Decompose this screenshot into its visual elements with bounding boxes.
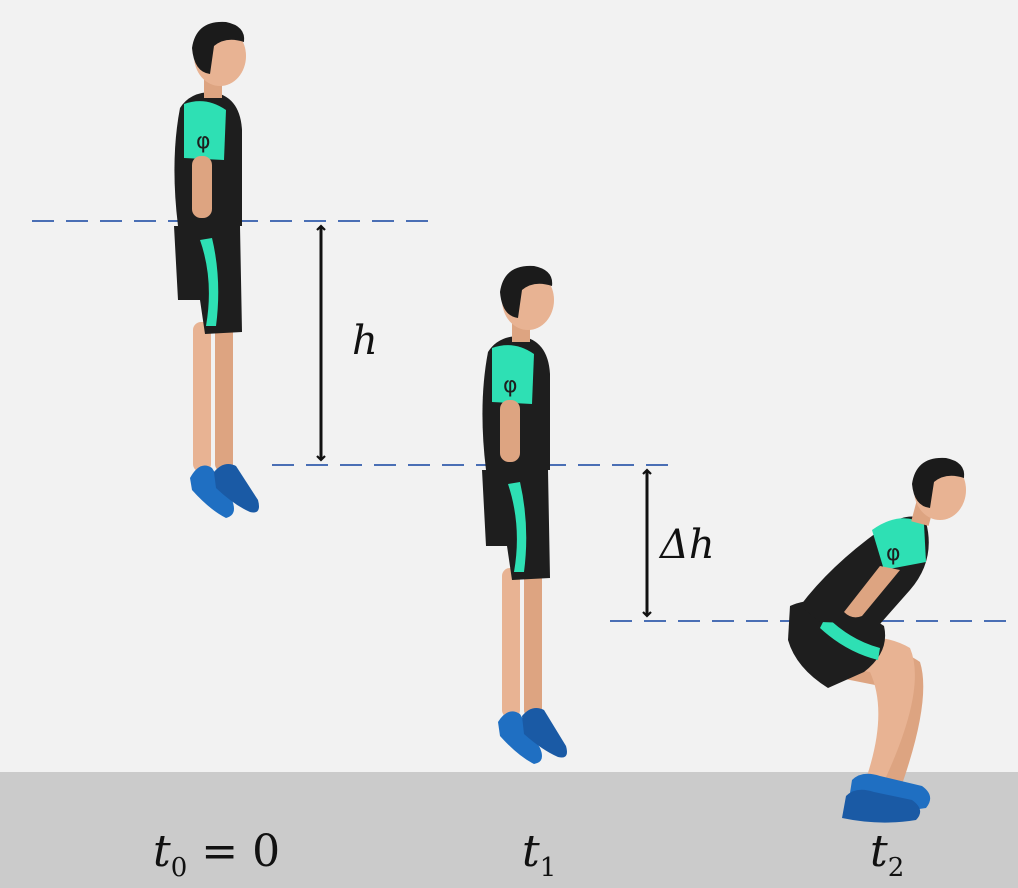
floor	[0, 772, 1018, 888]
label-t2: t2	[870, 826, 905, 883]
shirt-logo: φ	[503, 373, 518, 398]
jumper-figure-t1: φ	[482, 265, 567, 764]
label-t0: t0 = 0	[153, 826, 281, 883]
shirt-logo: φ	[886, 541, 901, 566]
label-delta-h: Δh	[660, 522, 715, 568]
shoe-icon	[190, 465, 234, 518]
label-t1: t1	[522, 826, 557, 883]
jumper-figure-t0: φ	[174, 21, 259, 518]
label-h: h	[352, 318, 378, 364]
shirt-logo: φ	[196, 129, 211, 154]
jumper-figure-t2: φ	[788, 457, 966, 823]
shoe-icon	[498, 711, 542, 764]
